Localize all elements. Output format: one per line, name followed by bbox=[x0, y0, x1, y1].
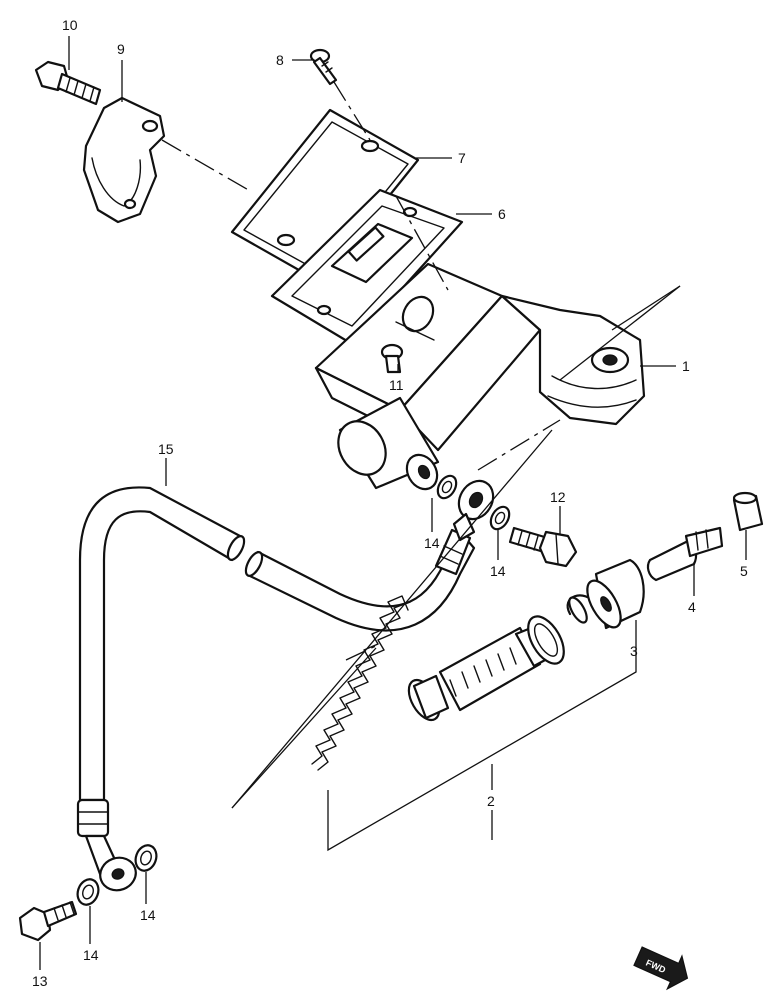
callout-9: 9 bbox=[117, 41, 125, 57]
fwd-arrow-badge: FWD bbox=[633, 946, 689, 991]
callout-11: 11 bbox=[389, 377, 404, 393]
part-9-clamp bbox=[82, 96, 166, 224]
part-8-screw bbox=[309, 48, 338, 86]
callout-3: 3 bbox=[630, 643, 638, 659]
part-1-master-cylinder bbox=[314, 262, 646, 491]
part-7-cover bbox=[230, 108, 420, 284]
part-12-union-bolt bbox=[508, 526, 578, 568]
part-11-screw bbox=[380, 343, 404, 374]
callout-14-upper-right: 14 bbox=[490, 563, 506, 579]
part-15-hose bbox=[76, 479, 495, 892]
callout-13: 13 bbox=[32, 973, 48, 989]
part-6-diaphragm bbox=[270, 188, 464, 346]
callout-10: 10 bbox=[62, 17, 78, 33]
callout-labels: 10 9 8 7 6 1 11 15 12 14 14 5 4 3 2 14 1… bbox=[32, 17, 748, 989]
leader-lines bbox=[39, 36, 747, 970]
callout-15: 15 bbox=[158, 441, 174, 457]
callout-7: 7 bbox=[458, 150, 466, 166]
callout-12: 12 bbox=[550, 489, 566, 505]
part-4-push-rod bbox=[646, 526, 724, 582]
callout-14-lower-right: 14 bbox=[140, 907, 156, 923]
part-10-bolt bbox=[34, 60, 102, 106]
callout-6: 6 bbox=[498, 206, 506, 222]
callout-2: 2 bbox=[487, 793, 495, 809]
callout-8: 8 bbox=[276, 52, 284, 68]
callout-14-upper-left: 14 bbox=[424, 535, 440, 551]
part-5-cap bbox=[732, 491, 764, 532]
callout-14-lower-left: 14 bbox=[83, 947, 99, 963]
callout-5: 5 bbox=[740, 563, 748, 579]
part-14-washers bbox=[76, 474, 511, 906]
part-13-bolt bbox=[18, 900, 78, 942]
callout-1: 1 bbox=[682, 358, 690, 374]
callout-4: 4 bbox=[688, 599, 696, 615]
assembly-centerlines bbox=[161, 81, 561, 661]
part-3-boot bbox=[566, 558, 645, 630]
part-2-piston-kit bbox=[311, 595, 565, 771]
